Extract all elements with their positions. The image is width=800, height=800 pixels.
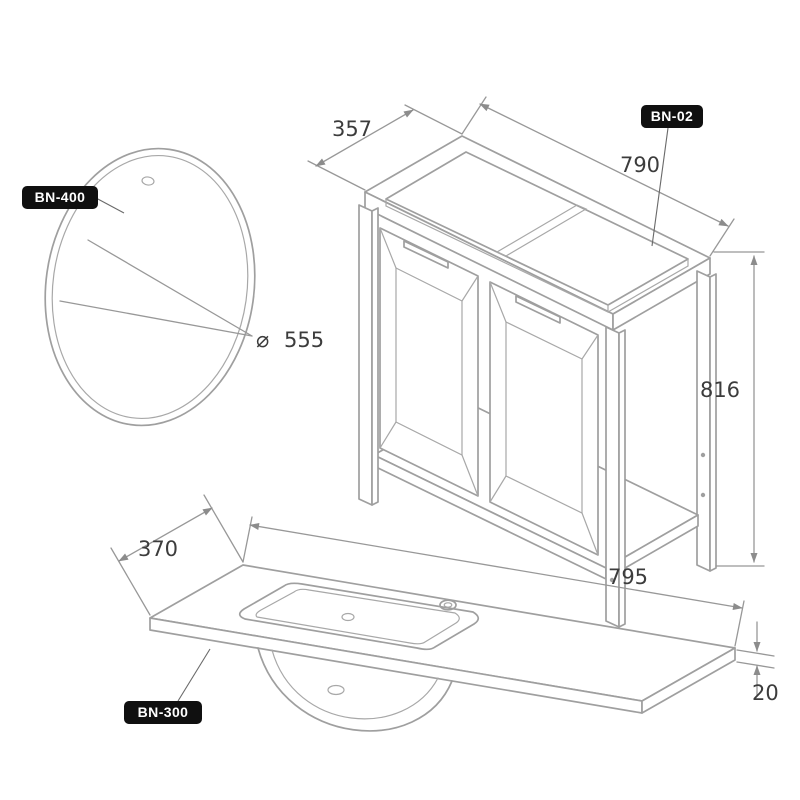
extension-line [110,547,151,616]
cabinet-drawing: 357 790 816 BN-02 [307,96,765,628]
mirror-diameter-leader-line [59,300,253,337]
dim-cabinet-depth-value: 357 [332,117,372,141]
extension-line [203,494,244,563]
cabinet-leg-back-right [696,270,711,572]
dimension-line [249,523,743,610]
cabinet-door-left-bevels [379,227,479,497]
dim-cabinet-height-value: 816 [700,378,740,402]
label-cabinet-code: BN-02 [651,108,693,124]
basin-overflow-hole [327,684,345,696]
dim-basin-width-value: 795 [608,565,648,589]
extension-line [736,661,775,669]
mirror-inner-edge [51,154,249,420]
mirror-diameter-value: 555 [284,328,324,352]
label-mirror-leader [95,197,125,214]
basin-drawing: 370 795 20 BN-300 [110,494,779,732]
leg-pin-hole [700,452,706,458]
mirror-hanger-hole [141,176,155,186]
dim-cabinet-depth: 357 [307,104,463,191]
dimension-line [315,109,414,167]
cabinet-door-left-handle [403,240,449,269]
basin-right-edge [641,647,736,714]
label-mirror: BN-400 [22,186,125,214]
dim-basin-thickness: 20 [736,621,779,705]
basin-underbowl-inner [271,649,439,720]
mirror-drawing: ⌀ 555 BN-400 [22,147,324,427]
basin-underbowl-outer [257,647,453,732]
cabinet-top-frame-right-face [612,257,711,331]
label-basin-code: BN-300 [138,704,189,720]
extension-line [709,218,735,257]
extension-line [404,104,463,135]
dim-basin-width: 795 [242,516,745,647]
dim-basin-depth-value: 370 [138,537,178,561]
cabinet-leg-back-right-side [709,273,717,572]
dimension-line [479,103,729,227]
dimension-line [118,507,213,562]
dim-basin-thickness-value: 20 [752,681,779,705]
dim-mirror-diameter: ⌀ 555 [59,239,324,353]
mirror-diameter-leader-line [87,239,253,337]
label-basin-pill [124,701,202,724]
dim-cabinet-height: 816 [700,251,765,567]
dim-cabinet-width: 790 [461,96,735,257]
dim-cabinet-width-value: 790 [620,153,660,177]
extension-line [736,649,775,657]
label-cabinet: BN-02 [641,105,703,247]
label-mirror-code: BN-400 [35,189,86,205]
cabinet-frame-inner-depth-lines [385,198,689,313]
extension-line [461,96,487,135]
label-basin-leader [177,648,211,702]
leg-pin-hole [700,492,706,498]
basin-bowl-bottom [255,588,460,645]
cabinet-leg-front-left [358,204,373,506]
extension-line [242,516,253,563]
mirror-diameter-symbol: ⌀ [256,328,269,353]
cabinet-leg-front-left-side [371,207,379,506]
label-mirror-pill [22,186,98,209]
dim-basin-depth: 370 [110,494,244,616]
label-basin: BN-300 [124,648,211,724]
cabinet-door-left [379,227,479,497]
label-cabinet-pill [641,105,703,128]
label-cabinet-leader [651,127,669,247]
basin-drain-hole [341,612,355,622]
mirror-outline [44,147,256,427]
cabinet-door-right-bevels [489,281,599,556]
cabinet-door-right-handle [515,295,561,324]
